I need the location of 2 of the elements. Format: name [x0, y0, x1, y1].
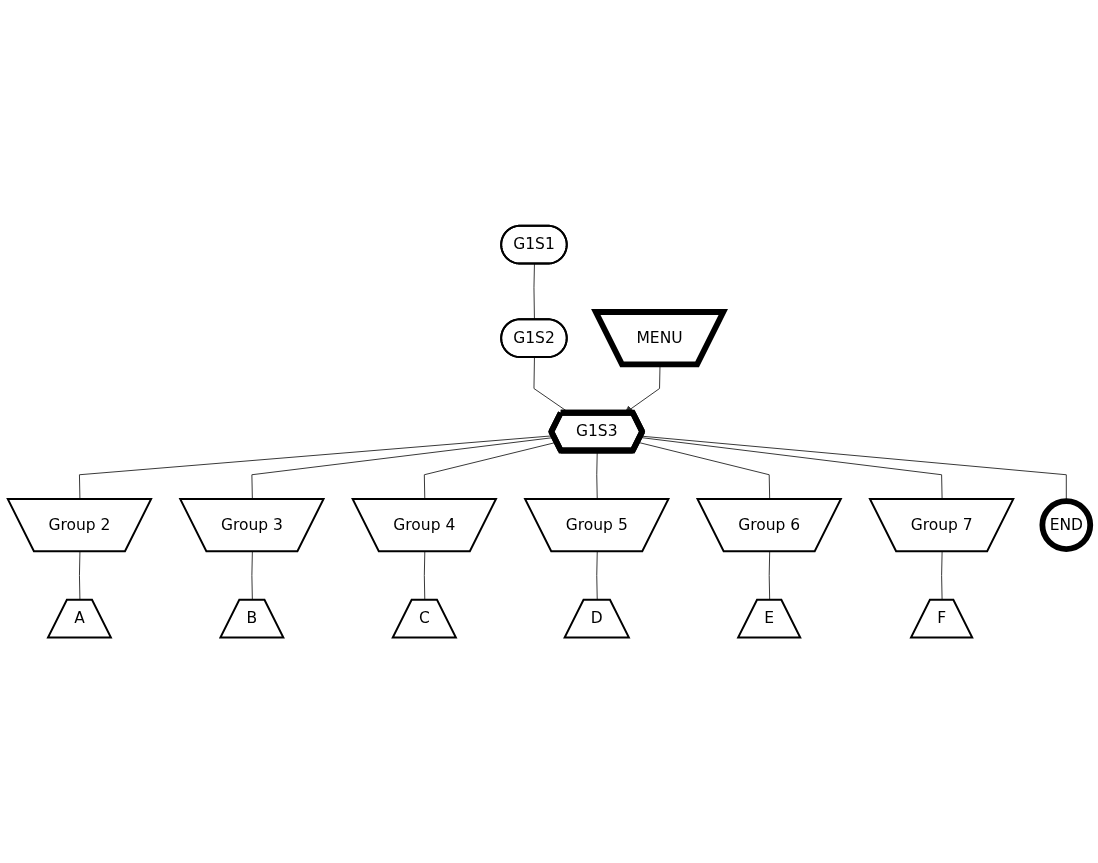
node-circle: END — [1039, 498, 1094, 552]
connector — [533, 263, 535, 321]
